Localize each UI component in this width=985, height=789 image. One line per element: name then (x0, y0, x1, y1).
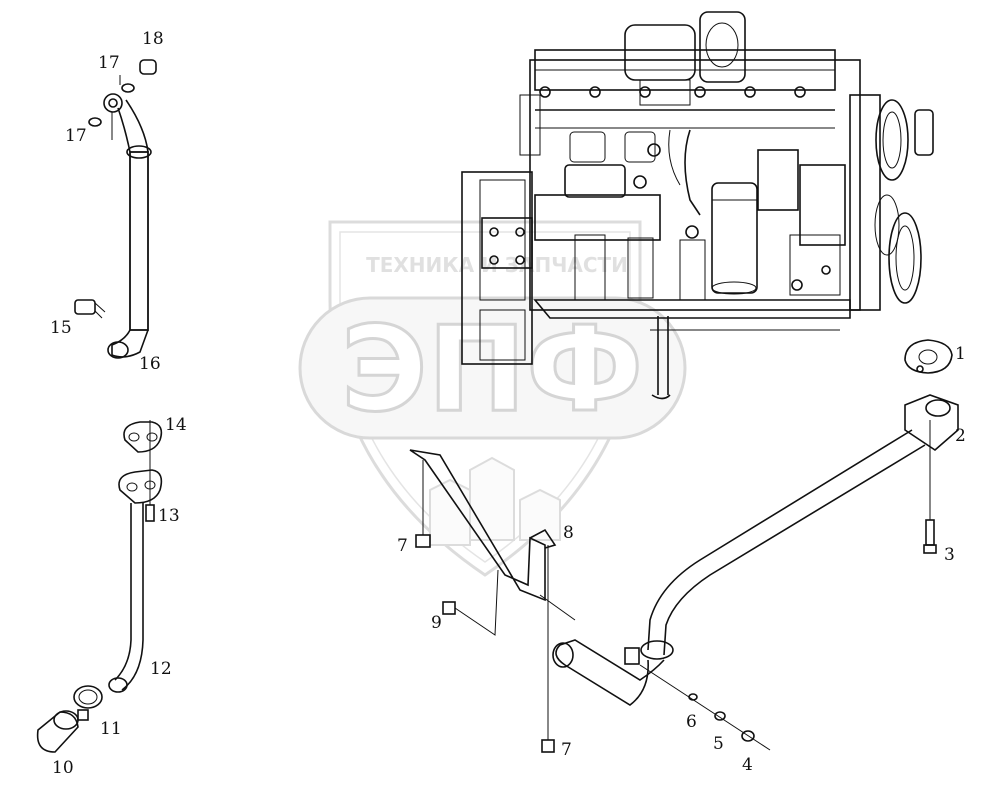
callout-5: 5 (713, 734, 724, 754)
callout-3: 3 (944, 545, 955, 565)
callout-13: 13 (158, 506, 180, 526)
callout-11: 11 (100, 719, 122, 739)
callout-7-upper: 7 (397, 536, 408, 556)
engine-assembly (461, 11, 934, 400)
bracket-assembly (409, 449, 576, 753)
callout-15: 15 (50, 318, 72, 338)
breather-tube-assembly (552, 339, 959, 751)
callout-17-upper: 17 (98, 53, 120, 73)
oil-return-tube-assembly (74, 59, 157, 359)
callout-4: 4 (742, 755, 753, 775)
callout-16: 16 (139, 354, 161, 374)
callout-7-lower: 7 (561, 740, 572, 760)
watermark-big-text: ЭПФ (341, 300, 643, 438)
watermark: ТЕХНИКА И ЗАПЧАСТИ ЭПФ (298, 220, 687, 577)
callout-10: 10 (52, 758, 74, 778)
callout-9: 9 (431, 613, 442, 633)
callout-8: 8 (563, 523, 574, 543)
callout-labels: 1 2 3 4 5 6 7 7 8 9 10 11 12 13 14 15 16… (50, 29, 966, 778)
callout-17-lower: 17 (65, 126, 87, 146)
callout-18: 18 (142, 29, 164, 49)
callout-12: 12 (150, 659, 172, 679)
drain-tube-assembly (36, 420, 163, 753)
callout-6: 6 (686, 712, 697, 732)
callout-2: 2 (955, 426, 966, 446)
callout-1: 1 (955, 344, 966, 364)
callout-14: 14 (165, 415, 187, 435)
